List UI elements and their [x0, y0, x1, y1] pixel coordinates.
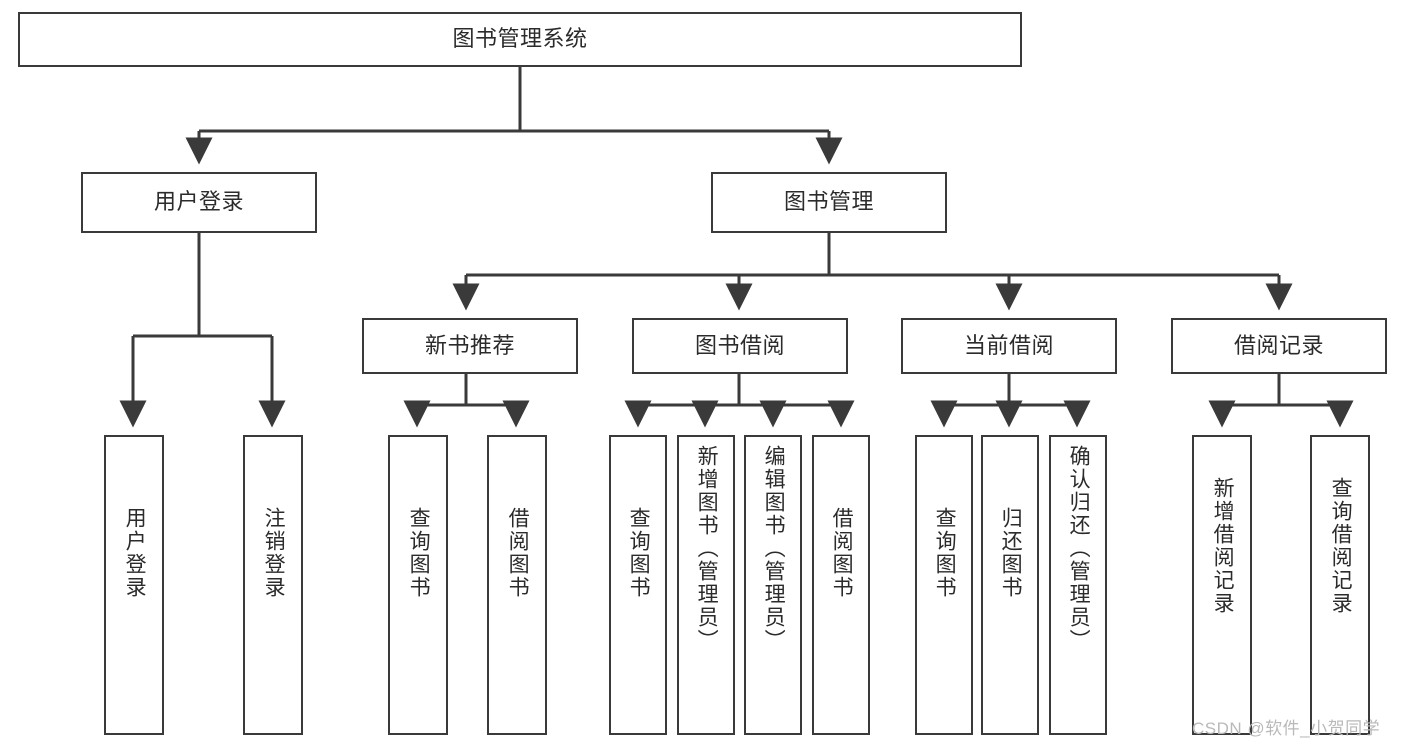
leaf-newbook-query-book-label: 查询图书 [407, 507, 431, 599]
leaf-user-login[interactable]: 用户登录 [104, 435, 164, 735]
node-current-borrow-label: 当前借阅 [963, 332, 1054, 358]
leaf-borrow-query-book[interactable]: 查询图书 [609, 435, 667, 735]
leaf-borrow-edit-book-admin[interactable]: 编辑图书（管理员） [744, 435, 802, 735]
leaf-borrow-borrow-book[interactable]: 借阅图书 [812, 435, 870, 735]
node-borrow-record-label: 借阅记录 [1233, 332, 1324, 358]
leaf-current-confirm-return-admin[interactable]: 确认归还（管理员） [1049, 435, 1107, 735]
leaf-current-return-book[interactable]: 归还图书 [981, 435, 1039, 735]
edges-bookborrow-to-leaves [624, 374, 855, 428]
node-book-borrow-label: 图书借阅 [694, 332, 785, 358]
node-root-system[interactable]: 图书管理系统 [18, 12, 1022, 67]
node-book-manage[interactable]: 图书管理 [711, 172, 947, 233]
leaf-logout[interactable]: 注销登录 [243, 435, 303, 735]
edges-currentborrow-to-leaves [930, 374, 1091, 428]
node-current-borrow[interactable]: 当前借阅 [901, 318, 1117, 374]
leaf-current-query-book-label: 查询图书 [933, 507, 957, 599]
leaf-newbook-borrow-book[interactable]: 借阅图书 [487, 435, 547, 735]
leaf-user-login-label: 用户登录 [123, 507, 147, 599]
leaf-borrow-add-book-admin-label: 新增图书（管理员） [695, 445, 719, 652]
node-user-login[interactable]: 用户登录 [81, 172, 317, 233]
edges-newbook-to-leaves [403, 374, 530, 428]
leaf-record-query-record-label: 查询借阅记录 [1329, 477, 1353, 615]
node-new-book-recommend[interactable]: 新书推荐 [362, 318, 578, 374]
node-user-login-label: 用户登录 [153, 189, 244, 215]
node-borrow-record[interactable]: 借阅记录 [1171, 318, 1387, 374]
edges-booksmanage-to-level3 [452, 233, 1293, 311]
leaf-record-query-record[interactable]: 查询借阅记录 [1310, 435, 1370, 735]
leaf-current-query-book[interactable]: 查询图书 [915, 435, 973, 735]
node-root-system-label: 图书管理系统 [452, 26, 588, 52]
leaf-borrow-add-book-admin[interactable]: 新增图书（管理员） [677, 435, 735, 735]
leaf-borrow-edit-book-admin-label: 编辑图书（管理员） [762, 445, 786, 652]
leaf-record-add-record-label: 新增借阅记录 [1211, 477, 1235, 615]
edges-userlogin-to-leaves [119, 232, 286, 428]
leaf-newbook-query-book[interactable]: 查询图书 [388, 435, 448, 735]
node-new-book-recommend-label: 新书推荐 [424, 332, 515, 358]
edges-borrowrecord-to-leaves [1208, 374, 1354, 428]
leaf-current-confirm-return-admin-label: 确认归还（管理员） [1067, 445, 1091, 652]
leaf-borrow-query-book-label: 查询图书 [627, 507, 651, 599]
leaf-record-add-record[interactable]: 新增借阅记录 [1192, 435, 1252, 735]
leaf-current-return-book-label: 归还图书 [999, 507, 1023, 599]
leaf-logout-label: 注销登录 [262, 507, 286, 599]
leaf-newbook-borrow-book-label: 借阅图书 [506, 507, 530, 599]
node-book-manage-label: 图书管理 [783, 189, 874, 215]
node-book-borrow[interactable]: 图书借阅 [632, 318, 848, 374]
edges-root-to-level2 [185, 66, 843, 165]
leaf-borrow-borrow-book-label: 借阅图书 [830, 507, 854, 599]
csdn-watermark: CSDN @软件_小贺同学 [1192, 719, 1381, 738]
